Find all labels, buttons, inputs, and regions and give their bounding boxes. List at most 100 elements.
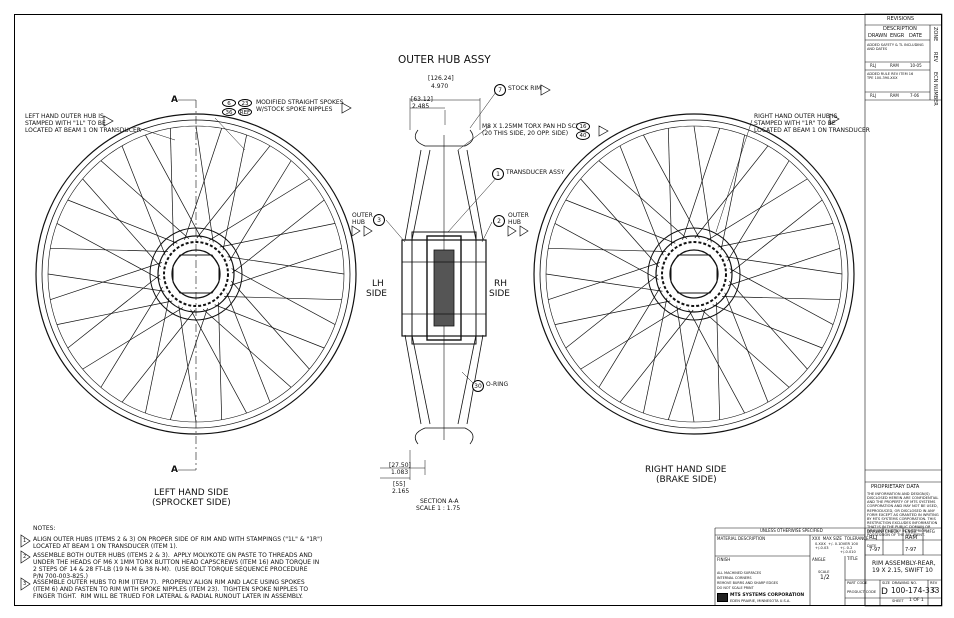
spoke: [619, 145, 664, 256]
dim-half-mm: [63.12]: [411, 96, 433, 103]
rev-row-1-desc: ADDED SAFETY & TL INCLUDING AND DATES: [867, 43, 924, 52]
spoke: [190, 309, 247, 414]
spokes-item-balloon: 6: [222, 99, 236, 107]
spoke: [727, 160, 790, 262]
rev-col-description: DESCRIPTION: [883, 26, 917, 32]
tolerance-2: OVER 100 +/- 0.2 +/-0.010: [840, 542, 858, 555]
spoke: [682, 128, 721, 241]
section-view: [380, 98, 487, 480]
note-marker-3: 3: [23, 581, 27, 587]
note-triangles: [20, 84, 840, 591]
right-wheel: [533, 113, 855, 435]
revisions-heading: REVISIONS: [887, 16, 915, 22]
spoke: [554, 223, 659, 280]
spoke: [222, 134, 247, 251]
spoke: [580, 307, 682, 370]
note-1: ALIGN OUTER HUBS (ITEMS 2 & 3) ON PROPER…: [33, 536, 323, 550]
rev-label: REV: [930, 581, 938, 585]
company-address: EDEN PRAIRIE, MINNESOTA U.S.A.: [730, 599, 791, 603]
company-name: MTS SYSTEMS CORPORATION: [730, 593, 805, 598]
spoke: [231, 199, 325, 274]
spoke: [82, 178, 161, 268]
spoke: [694, 145, 769, 239]
spoke: [729, 199, 823, 274]
spoke: [598, 160, 688, 239]
drawing-number: 100-174-333: [891, 586, 940, 595]
spoke: [50, 247, 168, 252]
spoke: [706, 178, 808, 241]
finish-item-4: DO NOT SCALE PRINT: [717, 586, 754, 590]
note-3: ASSEMBLE OUTER HUBS TO RIM (ITEM 7). PRO…: [33, 579, 309, 600]
spoke: [693, 125, 712, 243]
rev-row-2-drawn: RLJ: [870, 93, 877, 98]
finish-item-2: INTERNAL CORNERS: [717, 576, 752, 580]
size-tolerance-heading: XXX MAX SIZE TOLERANCE: [812, 536, 869, 541]
proprietary-text: THE INFORMATION AND DESIGN(S) DISCLOSED …: [867, 492, 939, 538]
spoke: [145, 134, 202, 239]
rev-side-zone: ZONE: [932, 27, 938, 42]
tolerance-1: 0.XXX +/- 0.1 +/-0.03: [815, 542, 841, 551]
drawing-number-label: DRAWING NO.: [892, 581, 918, 585]
spoke: [712, 304, 823, 349]
spoke: [676, 305, 695, 423]
drawn-by: RLJ: [869, 535, 878, 541]
dim-overall-in: 4.970: [431, 83, 449, 90]
spoke: [121, 309, 196, 403]
rev-side-ecn: ECN NUMBER: [932, 72, 938, 106]
spoke: [717, 223, 834, 248]
note-2: ASSEMBLE BOTH OUTER HUBS (ITEMS 2 & 3). …: [33, 552, 320, 580]
rev-row-1-drawn: RLJ: [870, 63, 877, 68]
spoke: [580, 178, 659, 268]
spoke: [231, 280, 310, 370]
spoke: [716, 302, 721, 420]
spoke: [214, 304, 325, 349]
spoke: [545, 273, 663, 292]
spoke: [554, 300, 671, 325]
spoke: [667, 307, 706, 420]
spoke: [231, 268, 336, 325]
angle-label: ANGLE: [812, 557, 826, 562]
dim-hub-mm: [27.50]: [389, 462, 411, 469]
right-view-sublabel: (BRAKE SIDE): [656, 475, 717, 485]
drawing-title-line2: 19 X 2.15, SWIFT 10: [872, 567, 933, 574]
proprietary-heading: PROPRIETARY DATA: [871, 484, 920, 490]
rev-col-date: DATE: [909, 33, 923, 39]
spoke: [565, 199, 676, 244]
outer-hub-left-callout: OUTER HUB: [352, 212, 373, 226]
drawn-date-label: DATE: [867, 544, 877, 548]
lh-label: LH: [372, 279, 384, 289]
spoke: [169, 307, 208, 420]
mfg-label: MFG: [926, 529, 935, 534]
left-hub-note: LEFT HAND OUTER HUB IS STAMPED WITH "1L"…: [25, 113, 141, 134]
left-view-label: LEFT HAND SIDE: [154, 488, 229, 498]
spoke: [195, 125, 214, 243]
notes-heading: NOTES:: [33, 525, 56, 532]
part-code-label: PART CODE: [847, 581, 868, 585]
spoke: [229, 160, 292, 262]
spoke: [224, 296, 342, 301]
spoke: [727, 247, 840, 286]
nipples-qty-balloon: REF: [238, 108, 252, 116]
rev-row-2-date: 7-06: [910, 93, 920, 98]
rev-row-1-date: 10-05: [910, 63, 922, 68]
dim-hub-in: 1.083: [391, 469, 409, 476]
sheet-size: D: [881, 587, 888, 597]
spoke: [67, 274, 161, 349]
assembly-title: OUTER HUB ASSY: [398, 54, 491, 66]
section-marker-top: A: [171, 95, 178, 105]
spoke: [700, 309, 790, 388]
spoke: [82, 307, 184, 370]
rev-row-1-engr: RAM: [890, 63, 899, 68]
spoke: [688, 309, 745, 414]
product-code-label: PRODUCT CODE: [847, 590, 877, 594]
check-label: CHECK: [885, 529, 899, 534]
outer-hub-right-callout: OUTER HUB: [508, 212, 529, 226]
section-marker-bottom: A: [171, 465, 178, 475]
dim-width-in: 2.165: [392, 488, 410, 495]
left-view-sublabel: (SPROCKET SIDE): [152, 498, 231, 508]
screw-qty-balloon: 40: [576, 131, 590, 140]
sheet-label: SHEET: [892, 599, 904, 603]
stock-rim-balloon: 7: [494, 84, 506, 96]
note-marker-1: 1: [23, 538, 27, 544]
right-view-label: RIGHT HAND SIDE: [645, 465, 727, 475]
